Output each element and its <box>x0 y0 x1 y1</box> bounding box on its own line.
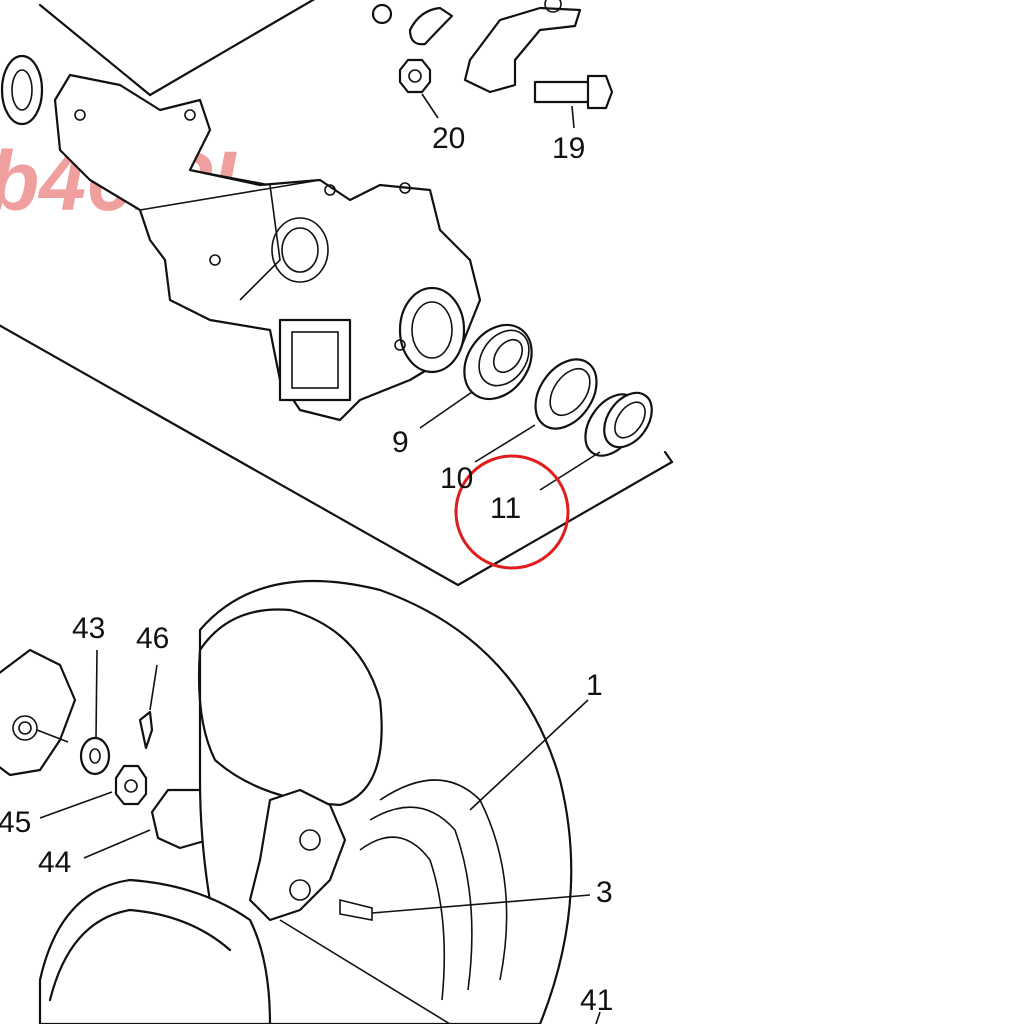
callout-43: 43 <box>72 612 105 645</box>
collar-11 <box>584 391 653 457</box>
callout-19: 19 <box>552 132 585 165</box>
leader-43 <box>95 649 98 739</box>
oil-seal-10 <box>534 358 598 430</box>
callout-44: 44 <box>38 846 71 879</box>
leader-46 <box>149 664 158 711</box>
callout-46: 46 <box>136 622 169 655</box>
highlight-circle <box>454 454 570 570</box>
callout-41: 41 <box>580 984 613 1017</box>
bolt-19-head <box>586 74 614 110</box>
wheel-hub <box>0 648 77 777</box>
top-hardware <box>371 0 614 129</box>
callout-10: 10 <box>440 462 473 495</box>
cotter-pin-46-part <box>138 710 154 750</box>
callout-11: 11 <box>490 492 521 525</box>
callout-1: 1 <box>586 669 603 702</box>
leader-3 <box>371 894 591 914</box>
washer-43-part <box>79 736 111 776</box>
group-outline <box>0 0 674 587</box>
callout-3: 3 <box>596 876 613 909</box>
o-ring-part <box>371 3 393 25</box>
tire-wheel-1 <box>38 580 573 1024</box>
differential-housing <box>0 54 482 422</box>
leader-45 <box>39 791 113 819</box>
callout-20: 20 <box>432 122 465 155</box>
bolt-19-shank <box>533 80 592 104</box>
leader-44 <box>83 829 151 859</box>
bearing-9 <box>463 323 533 401</box>
nut-20-part <box>398 58 432 94</box>
leader-10 <box>474 424 536 463</box>
nut-45-part <box>114 764 148 806</box>
leader-misc <box>279 919 451 1024</box>
leader-11 <box>539 451 601 491</box>
callout-45: 45 <box>0 806 31 839</box>
seal-left-part <box>0 54 44 126</box>
leader-1 <box>469 699 589 811</box>
leader-41 <box>595 1011 601 1024</box>
leader-9 <box>419 391 473 429</box>
bracket-part <box>463 6 582 94</box>
callout-9: 9 <box>392 426 409 459</box>
clip-part <box>408 6 454 46</box>
